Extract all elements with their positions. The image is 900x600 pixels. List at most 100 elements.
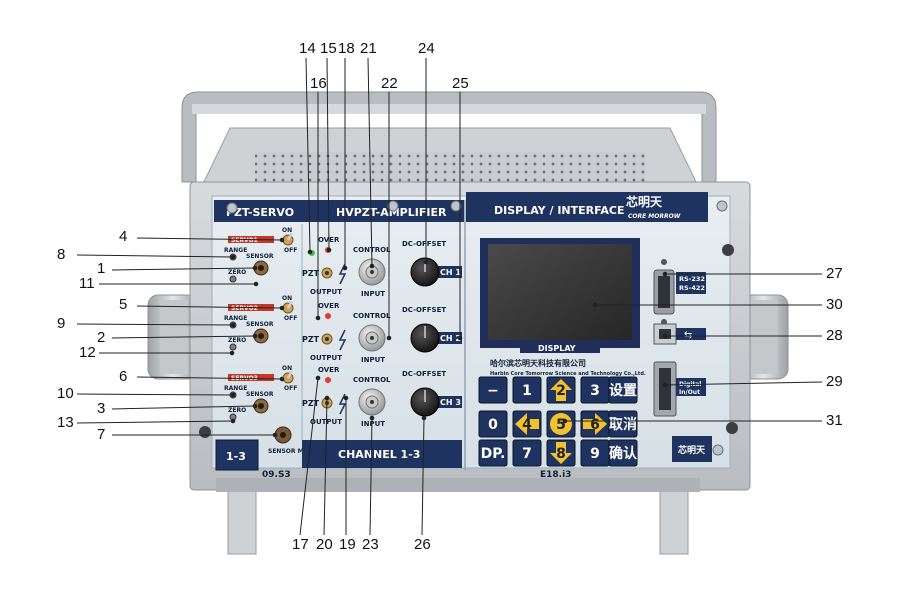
leader-line [367, 57, 373, 267]
leader-dot [662, 382, 668, 388]
callout-3: 3 [97, 400, 106, 417]
callout-30: 30 [826, 296, 843, 313]
sensor-connector-pin [258, 333, 264, 339]
keypad-key[interactable]: DP. [478, 439, 508, 467]
servo-off-label: OFF [284, 315, 297, 322]
callout-12: 12 [79, 344, 96, 361]
callout-18: 18 [338, 40, 355, 57]
leader-line [136, 305, 283, 309]
leader-line [76, 393, 234, 396]
leader-line [326, 57, 330, 251]
dc-offset-label: DC-OFFSET [402, 370, 446, 378]
keypad-key[interactable]: 设置 [608, 376, 638, 404]
leader-line [111, 405, 256, 410]
key-cap [478, 376, 508, 404]
over-led [325, 377, 331, 383]
leader-dot [272, 432, 278, 438]
servo-sensor-label: SENSOR [246, 391, 274, 398]
leader-dot [252, 403, 258, 409]
rs-port: RS-232 RS-422 [653, 259, 706, 325]
leader-dot [279, 305, 285, 311]
pzt-label: PZT [302, 269, 320, 278]
key-label: 4 [522, 417, 532, 433]
keypad-key[interactable]: 9 [580, 439, 610, 467]
callout-5: 5 [119, 296, 128, 313]
rs232-label: RS-232 [679, 275, 705, 283]
keypad-key[interactable]: 8 [546, 439, 576, 467]
key-label: 确认 [609, 445, 638, 462]
keypad-key[interactable]: 4 [512, 410, 542, 438]
leader-dot [230, 254, 236, 260]
leader-line [111, 267, 256, 271]
pzt-connector-pin [325, 337, 329, 341]
keypad-key[interactable]: 3 [580, 376, 610, 404]
leader-dot [343, 395, 349, 401]
toggle-lever [286, 370, 294, 379]
callout-20: 20 [316, 536, 333, 553]
callout-19: 19 [339, 536, 356, 553]
zero-trimmer[interactable] [229, 275, 237, 283]
over-led [325, 313, 331, 319]
callout-8: 8 [57, 246, 66, 263]
servo-tag: SERVO2 [231, 305, 258, 312]
callout-21: 21 [360, 40, 377, 57]
key-label: 1 [522, 383, 532, 399]
callout-22: 22 [381, 75, 398, 92]
keypad-key[interactable]: 取消 [608, 410, 638, 438]
keypad-key[interactable]: 0 [478, 410, 508, 438]
leader-dot [562, 418, 568, 424]
high-voltage-icon [338, 393, 347, 415]
keypad-key[interactable]: − [478, 376, 508, 404]
servo-range-label: RANGE [224, 385, 247, 392]
brand-en-logo: CORE MORROW [628, 213, 681, 220]
digital-inout-label: In/Out [679, 389, 700, 396]
key-label: − [487, 383, 499, 399]
channel-tag-bar [432, 266, 462, 278]
callout-1: 1 [97, 260, 106, 277]
callout-29: 29 [826, 373, 843, 390]
leader-dot [230, 418, 236, 424]
keypad-key[interactable]: 确认 [608, 439, 638, 467]
key-label: 6 [590, 417, 600, 433]
leader-line [369, 417, 373, 536]
leader-dot [342, 265, 348, 271]
zero-trimmer[interactable] [229, 343, 237, 351]
leader-lines [76, 57, 823, 536]
leader-dot [229, 350, 235, 356]
servo-zero-label: ZERO [228, 337, 246, 344]
key-cap [608, 439, 638, 467]
leader-dot [324, 395, 330, 401]
servo-on-label: ON [282, 365, 292, 372]
keypad-key[interactable]: 5 [546, 410, 576, 438]
toggle-lever [286, 300, 294, 309]
keypad-key[interactable]: 2 [546, 376, 576, 404]
pzt-label: PZT [302, 399, 320, 408]
vent-grille [255, 152, 645, 186]
model-right-label: E18.i3 [540, 470, 571, 480]
input-label: INPUT [361, 356, 385, 364]
key-label: 0 [488, 417, 498, 433]
leader-line [136, 237, 283, 241]
over-label: OVER [318, 302, 340, 310]
keypad-key[interactable]: 6 [580, 410, 610, 438]
brand-cn-logo: 芯明天 [626, 194, 663, 209]
leader-dot [326, 247, 332, 253]
arrow-key-icon [515, 413, 539, 435]
key-label: 7 [522, 446, 532, 462]
channel-box-label: 1-3 [226, 450, 246, 463]
keypad-key[interactable]: 7 [512, 439, 542, 467]
key-label: 5 [556, 417, 566, 433]
section-servo-title: PZT-SERVO [226, 206, 294, 219]
key-label: 8 [556, 446, 566, 462]
keypad-key[interactable]: 1 [512, 376, 542, 404]
servo-sensor-label: SENSOR [246, 321, 274, 328]
servo-zero-label: ZERO [228, 407, 246, 414]
leader-line [111, 335, 256, 339]
callout-31: 31 [826, 412, 843, 429]
leader-dot [592, 302, 598, 308]
servo-off-label: OFF [284, 385, 297, 392]
callout-7: 7 [97, 426, 106, 443]
leader-line [76, 254, 234, 258]
